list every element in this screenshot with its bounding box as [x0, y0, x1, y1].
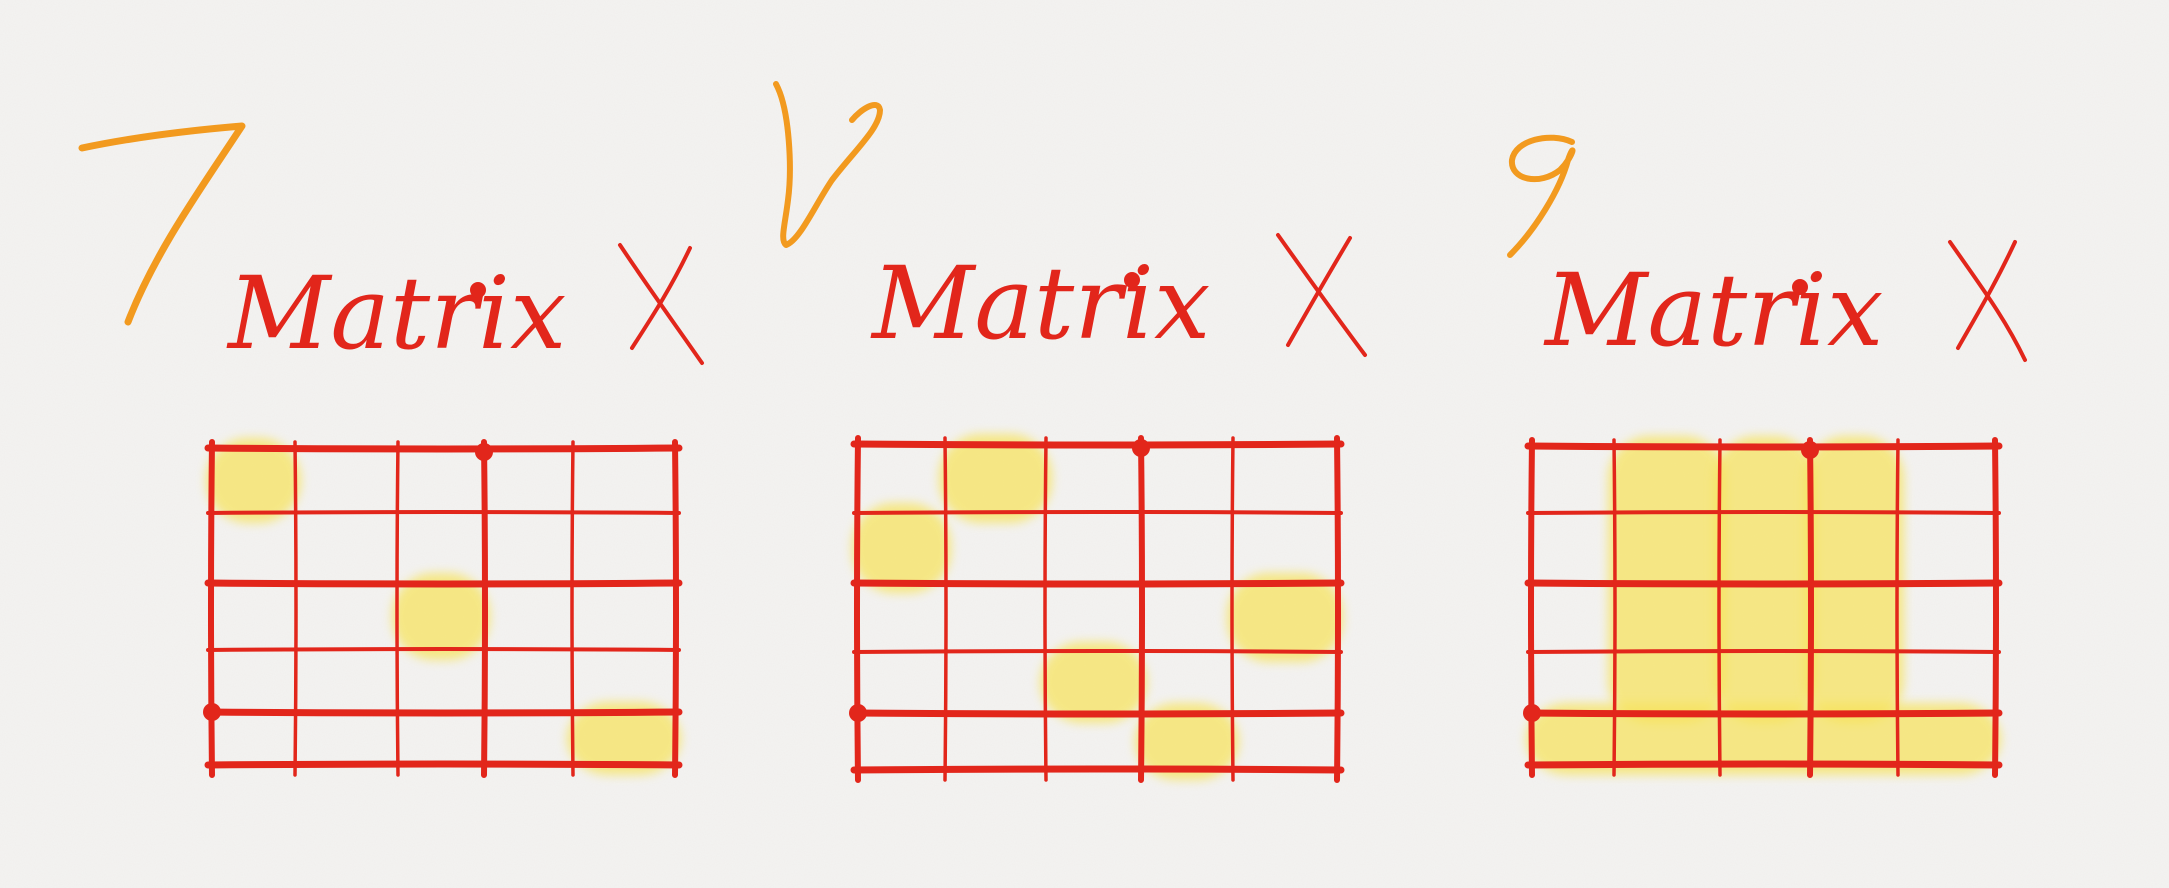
grid-col-line	[1334, 435, 1341, 783]
grid-row-line	[204, 760, 683, 769]
grid-row-line	[850, 579, 1345, 588]
mark-x: X	[1276, 233, 1367, 357]
grid-col-line	[1043, 436, 1048, 782]
mark-x: X	[618, 243, 704, 365]
panel-number-9: 9	[1507, 134, 1576, 258]
grid-row-line	[852, 510, 1343, 515]
grid-node-dot	[1523, 704, 1541, 722]
grid-row-line	[204, 444, 683, 453]
grid-col-line	[1230, 436, 1235, 782]
panel-number-7: 7	[78, 122, 246, 326]
highlight-blob	[206, 438, 301, 523]
panel-number-8: 8	[773, 81, 883, 248]
grid-node-dot	[849, 704, 867, 722]
title-text: Matrix	[870, 245, 1210, 362]
grid-row-line	[850, 440, 1345, 449]
grid-col-line	[1895, 438, 1900, 777]
matrix-grid	[1523, 437, 2003, 778]
i-dot	[470, 282, 486, 298]
grid-col-line	[1807, 437, 1814, 778]
grid-row-line	[204, 708, 683, 717]
grid-row-line	[206, 510, 681, 515]
grid-col-line	[1138, 435, 1145, 783]
grid-row-line	[850, 709, 1345, 718]
highlight-layer	[206, 438, 681, 775]
matrix-grid	[203, 439, 683, 778]
grid-col-line	[1992, 437, 1999, 778]
grid-row-line	[204, 579, 683, 588]
matrix-title: Matrix	[870, 245, 1210, 362]
highlight-blob	[1804, 436, 1904, 723]
grid-row-line	[852, 649, 1343, 654]
highlight-blob	[1714, 436, 1816, 723]
grid-col-line	[943, 436, 948, 782]
grid-col-line	[481, 439, 488, 778]
grid-node-dot	[1801, 441, 1819, 459]
matrix-title: Matrix	[1543, 252, 1883, 369]
highlight-blob	[1135, 703, 1239, 780]
grid-row-line	[1524, 442, 2003, 451]
matrix-grid	[849, 435, 1345, 783]
i-dot	[1124, 272, 1140, 288]
grid-node-dot	[203, 703, 221, 721]
grid-row-line	[1524, 579, 2003, 588]
grid-node-dot	[475, 443, 493, 461]
matrix-title: Matrix	[226, 255, 566, 372]
grid-row-line	[1526, 649, 2001, 654]
grid-col-line	[208, 439, 215, 778]
highlight-layer	[852, 434, 1343, 780]
highlight-blob	[1040, 642, 1147, 723]
matrix-panel-3: 9 Matrix X	[1507, 134, 2027, 778]
grid-col-line	[570, 440, 575, 777]
highlight-blob	[1526, 703, 2001, 775]
title-text: Matrix	[226, 255, 566, 372]
highlight-blob	[567, 702, 681, 775]
grid-col-line	[672, 439, 679, 778]
matrix-panel-2: 8 Matrix X	[773, 81, 1367, 783]
highlight-blob	[939, 434, 1052, 523]
title-text: Matrix	[1543, 252, 1883, 369]
highlight-blob	[1227, 573, 1343, 662]
mark-x: X	[1948, 240, 2027, 362]
grid-row-line	[850, 765, 1345, 774]
grid-col-line	[293, 440, 298, 777]
highlight-blob	[392, 573, 490, 660]
grid-col-line	[854, 435, 861, 783]
grid-col-line	[395, 440, 400, 777]
grid-row-line	[206, 647, 681, 652]
highlight-blob	[852, 503, 951, 593]
i-dot	[1792, 279, 1808, 295]
grid-row-line	[1524, 709, 2003, 718]
grid-row-line	[1524, 760, 2003, 769]
grid-col-line	[1528, 437, 1535, 778]
highlight-blob	[1608, 436, 1726, 723]
grid-node-dot	[1132, 439, 1150, 457]
matrix-panel-1: 7 Matrix X	[78, 122, 704, 778]
grid-col-line	[1612, 438, 1617, 777]
grid-row-line	[1526, 510, 2001, 515]
grid-col-line	[1717, 438, 1722, 777]
